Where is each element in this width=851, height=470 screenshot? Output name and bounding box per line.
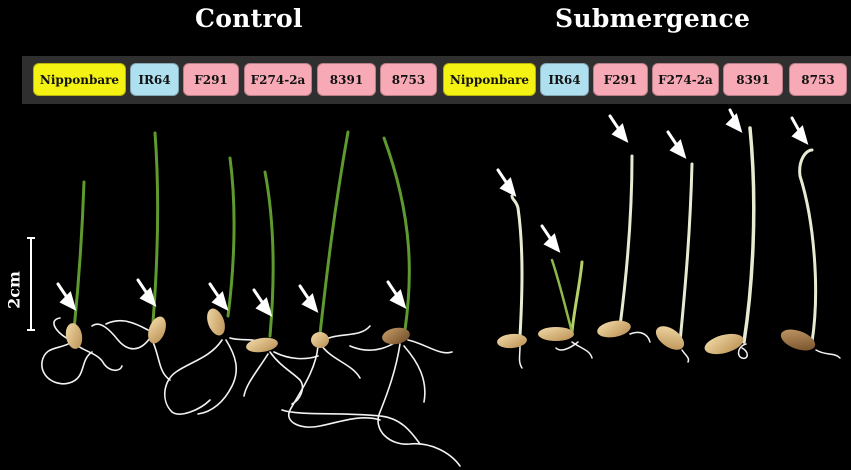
arrow-icon	[252, 288, 273, 317]
shoot-control-f274-2a	[263, 170, 275, 338]
shoot-submergence-8391	[742, 126, 756, 344]
arrow-icon	[56, 282, 77, 311]
seed-control-f274-2a	[246, 337, 278, 353]
scale-bar	[27, 237, 35, 331]
arrow-icon	[136, 278, 157, 307]
label-submergence-f274-2a: F274-2a	[652, 63, 719, 96]
shoot-submergence-8753	[798, 148, 818, 344]
shoot-control-8391	[318, 130, 350, 336]
scale-bar-label: 2cm	[5, 271, 24, 309]
seed-control-8753	[382, 327, 410, 345]
control-shoots	[72, 130, 411, 338]
label-control-8391: 8391	[317, 63, 376, 96]
arrow-icon	[666, 130, 687, 159]
control-seeds	[65, 308, 410, 353]
submergence-title: Submergence	[555, 4, 751, 33]
label-submergence-nipponbare: Nipponbare	[443, 63, 536, 96]
arrow-icon	[208, 282, 229, 311]
seed-control-8391	[311, 332, 329, 348]
label-control-f274-2a: F274-2a	[244, 63, 312, 96]
seed-submergence-ir64	[538, 327, 574, 341]
seed-submergence-nipponbare	[497, 333, 527, 349]
shoot-submergence-ir64-leaf	[550, 258, 574, 334]
label-submergence-8753: 8753	[789, 63, 847, 96]
shoot-control-8753	[382, 136, 411, 332]
arrow-icon	[540, 224, 561, 253]
seed-submergence-8753	[780, 329, 816, 351]
seed-control-nipponbare	[65, 323, 83, 349]
seed-submergence-f291	[597, 320, 631, 338]
arrows	[56, 108, 809, 317]
seed-submergence-f274-2a	[655, 326, 685, 350]
label-control-ir64: IR64	[130, 63, 179, 96]
arrow-icon	[725, 108, 743, 133]
seed-submergence-8391	[704, 333, 744, 355]
arrow-icon	[298, 284, 319, 313]
seed-control-ir64	[148, 316, 166, 344]
label-control-8753: 8753	[380, 63, 437, 96]
shoot-submergence-f291	[618, 154, 634, 328]
label-control-f291: F291	[183, 63, 239, 96]
shoot-submergence-ir64	[570, 260, 584, 334]
submergence-roots	[518, 331, 841, 369]
submergence-seeds	[497, 320, 816, 355]
shoot-control-ir64	[151, 131, 160, 324]
label-bar-edge	[0, 56, 22, 104]
shoot-control-f291	[226, 156, 236, 318]
seed-control-f291	[207, 308, 225, 336]
arrow-icon	[608, 114, 629, 143]
scale-bar-label-wrap: 2cm	[5, 271, 24, 309]
label-submergence-8391: 8391	[723, 63, 783, 96]
arrow-icon	[496, 168, 517, 197]
seedling-photo	[27, 108, 841, 467]
arrow-icon	[386, 280, 407, 309]
label-submergence-ir64: IR64	[540, 63, 589, 96]
label-submergence-f291: F291	[593, 63, 648, 96]
shoot-submergence-f274-2a	[678, 162, 694, 344]
submergence-shoots	[510, 126, 818, 344]
label-control-nipponbare: Nipponbare	[33, 63, 126, 96]
shoot-submergence-nipponbare	[510, 194, 524, 338]
arrow-icon	[790, 116, 809, 145]
shoot-control-nipponbare	[72, 180, 86, 332]
control-title: Control	[195, 4, 303, 33]
